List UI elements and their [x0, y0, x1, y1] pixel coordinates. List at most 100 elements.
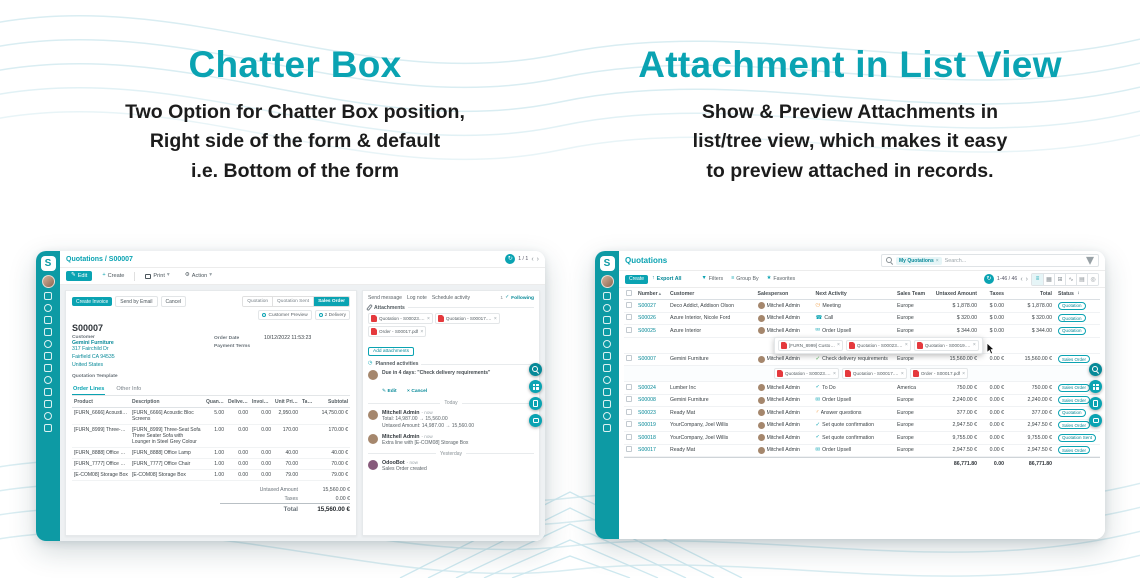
user-avatar[interactable]: [600, 275, 614, 288]
view-graph-button[interactable]: ∿: [1065, 273, 1076, 285]
order-line-row[interactable]: [E-COM08] Storage Box [E-COM08] Storage …: [72, 470, 350, 482]
order-line-row[interactable]: [FURN_6666] Acoustic Bloc Screens [FURN_…: [72, 408, 350, 426]
search-facet[interactable]: My Quotations×: [896, 256, 942, 265]
delivery-button[interactable]: 2 Delivery: [314, 310, 350, 320]
user-avatar[interactable]: [41, 275, 55, 288]
facet-close-icon[interactable]: ×: [935, 257, 939, 264]
table-row[interactable]: S00008 Gemini Furniture Mitchell Admin ✉…: [624, 394, 1100, 407]
create-invoice-button[interactable]: Create Invoice: [72, 297, 113, 306]
sidebar-app-icon[interactable]: [603, 304, 611, 312]
attachment-chip[interactable]: Quotation - S00017.pdf×: [434, 313, 500, 324]
table-row[interactable]: S00017 Ready Mat Mitchell Admin ✉Order U…: [624, 444, 1100, 457]
sidebar-app-icon[interactable]: [603, 412, 611, 420]
col-subtotal[interactable]: Subtotal: [328, 399, 348, 406]
col-total[interactable]: Total: [1039, 290, 1052, 297]
favorites-button[interactable]: ★Favorites: [767, 276, 796, 282]
col-invoiced[interactable]: Invoiced: [252, 399, 273, 406]
col-next-activity[interactable]: Next Activity: [815, 290, 847, 297]
log-note-button[interactable]: Log note: [406, 295, 427, 301]
fab-docs-button[interactable]: [1089, 397, 1102, 410]
sidebar-app-icon[interactable]: [44, 412, 52, 420]
col-taxes[interactable]: Taxes: [989, 290, 1004, 297]
col-description[interactable]: Description: [132, 399, 160, 406]
fab-apps-button[interactable]: [529, 380, 542, 393]
order-line-row[interactable]: [FURN_8888] Office Lamp [FURN_8888] Offi…: [72, 448, 350, 460]
create-button[interactable]: +Create: [97, 271, 130, 281]
cell-next-activity[interactable]: ✓Check delivery requirements: [814, 356, 896, 362]
row-checkbox[interactable]: [624, 314, 636, 322]
remove-attachment-icon[interactable]: ×: [427, 315, 430, 322]
order-line-row[interactable]: [FURN_7777] Office Chair [FURN_7777] Off…: [72, 459, 350, 471]
row-checkbox[interactable]: [624, 433, 636, 442]
sidebar-app-icon[interactable]: [603, 328, 611, 336]
sidebar-app-icon[interactable]: [44, 352, 52, 360]
filters-button[interactable]: ▼Filters: [702, 276, 724, 282]
col-salesperson[interactable]: Salesperson: [757, 290, 789, 297]
optional-columns-icon[interactable]: ⋮: [1075, 290, 1082, 296]
attachments-section-header[interactable]: Attachments: [366, 303, 534, 312]
row-checkbox[interactable]: [624, 355, 636, 363]
table-row[interactable]: S00007 Gemini Furniture Mitchell Admin ✓…: [624, 353, 1100, 366]
fab-search-button[interactable]: [529, 363, 542, 376]
pager-next-button[interactable]: ›: [1025, 275, 1028, 283]
attachment-chip[interactable]: Order - S00017.pdf×: [909, 368, 969, 379]
col-quantity[interactable]: Quantity: [206, 399, 226, 406]
sidebar-app-icon[interactable]: [44, 328, 52, 336]
sidebar-app-icon[interactable]: [603, 352, 611, 360]
col-product[interactable]: Product: [74, 399, 93, 406]
col-unit-price[interactable]: Unit Price: [275, 399, 299, 406]
table-row[interactable]: S00024 Lumber Inc Mitchell Admin ✓To Do …: [624, 382, 1100, 395]
remove-attachment-icon[interactable]: ×: [972, 342, 976, 348]
cell-next-activity[interactable]: ✉Order Upsell: [814, 328, 896, 334]
cell-next-activity[interactable]: ✉Order Upsell: [814, 447, 896, 453]
view-kanban-button[interactable]: ▦: [1043, 273, 1054, 285]
remove-attachment-icon[interactable]: ×: [833, 370, 836, 377]
export-all-button[interactable]: ↑Export All: [652, 276, 681, 282]
col-customer[interactable]: Customer: [670, 290, 695, 297]
remove-attachment-icon[interactable]: ×: [962, 370, 966, 377]
row-checkbox[interactable]: [624, 446, 636, 454]
action-button[interactable]: ⚙Action▾: [179, 271, 218, 281]
cell-next-activity[interactable]: ◷Meeting: [814, 303, 896, 309]
refresh-button[interactable]: ↻: [983, 274, 994, 284]
activity-cancel-button[interactable]: ×Cancel: [407, 389, 427, 395]
table-row[interactable]: S00023 Ready Mat Mitchell Admin ?Answer …: [624, 407, 1100, 420]
row-checkbox[interactable]: [624, 326, 636, 335]
attachment-chip[interactable]: Quotation - S00017.pdf×: [841, 368, 907, 379]
activity-edit-button[interactable]: ✎Edit: [382, 389, 397, 395]
create-button[interactable]: Create: [625, 274, 649, 284]
search-input[interactable]: [944, 257, 1083, 264]
tab-other-info[interactable]: Other Info: [116, 386, 142, 393]
sidebar-app-icon[interactable]: [44, 376, 52, 384]
attachment-chip[interactable]: Order - S00017.pdf×: [368, 326, 427, 337]
breadcrumb[interactable]: Quotations / S00007: [66, 255, 133, 263]
add-attachments-button[interactable]: Add attachments: [368, 347, 414, 356]
fab-apps-button[interactable]: [1089, 380, 1102, 393]
status-step-quotation-sent[interactable]: Quotation Sent: [272, 297, 314, 306]
table-row[interactable]: S00018 YourCompany, Joel Willis Mitchell…: [624, 432, 1100, 445]
message-author[interactable]: Mitchell Admin: [382, 433, 420, 440]
sidebar-app-icon[interactable]: [603, 388, 611, 396]
col-status[interactable]: Status⋮: [1054, 291, 1100, 297]
attachment-chip[interactable]: [FURN_8999] Customiz...×: [778, 339, 843, 351]
cell-next-activity[interactable]: ?Answer questions: [814, 410, 896, 416]
row-checkbox[interactable]: [624, 408, 636, 417]
sidebar-app-icon[interactable]: [44, 388, 52, 396]
table-row[interactable]: S00027 Deco Addict, Addison Olson Mitche…: [624, 300, 1100, 313]
fab-chat-button[interactable]: [529, 414, 542, 427]
sidebar-app-icon[interactable]: [44, 316, 52, 324]
cancel-button[interactable]: Cancel: [160, 296, 187, 307]
cell-next-activity[interactable]: ✓Set quote confirmation: [814, 435, 896, 441]
sidebar-app-icon[interactable]: [603, 424, 611, 432]
sidebar-app-icon[interactable]: [603, 316, 611, 324]
cell-next-activity[interactable]: ✓Set quote confirmation: [814, 422, 896, 428]
status-step-quotation[interactable]: Quotation: [243, 297, 273, 306]
col-number[interactable]: Number▴: [636, 291, 668, 297]
customer-name-link[interactable]: Gemini Furniture: [72, 340, 114, 346]
attachment-chip[interactable]: Quotation - S00023.pdf×: [845, 339, 911, 351]
sidebar-app-icon[interactable]: [44, 304, 52, 312]
remove-attachment-icon[interactable]: ×: [493, 315, 497, 322]
pager-prev-button[interactable]: ‹: [1020, 275, 1023, 283]
order-line-row[interactable]: [FURN_8999] Three-Seat Sofa [FURN_8999] …: [72, 425, 350, 449]
attachment-chip[interactable]: Quotation - S00023.pdf×: [774, 368, 839, 379]
